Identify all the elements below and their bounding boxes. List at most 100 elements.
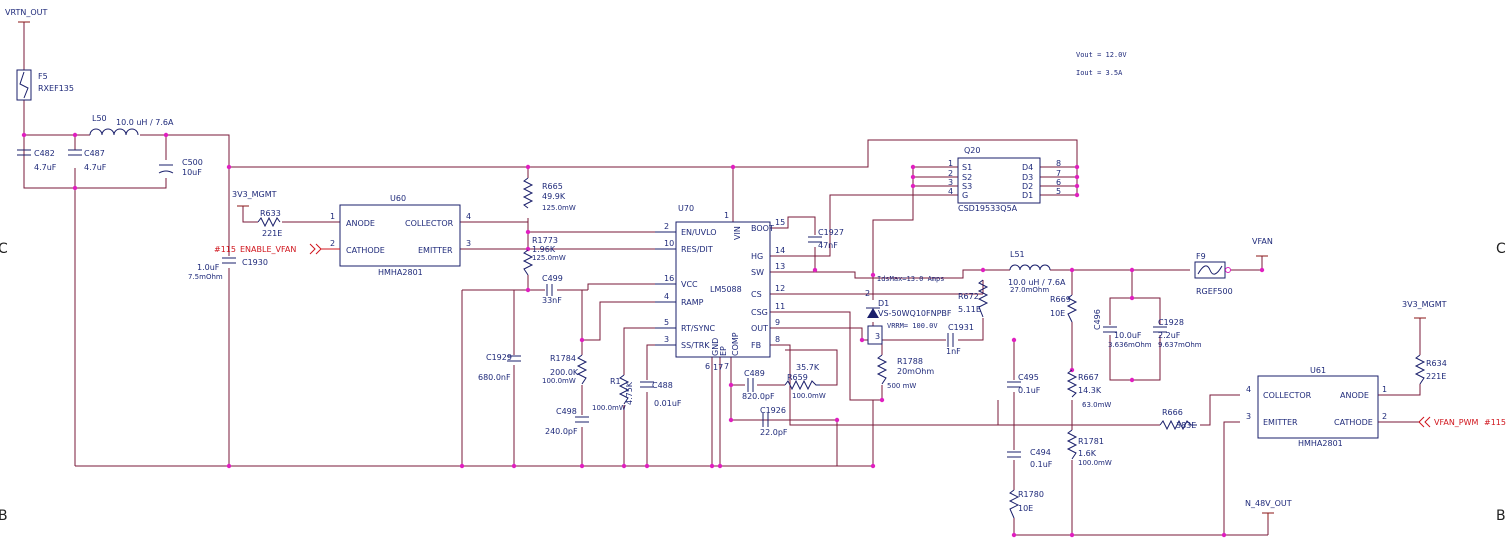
c1929-ref: C1929 xyxy=(486,353,512,362)
c494-value: 0.1uF xyxy=(1030,460,1053,469)
note-iout: Iout = 3.5A xyxy=(1076,69,1123,77)
c488-value: 0.01uF xyxy=(654,399,682,408)
r1788-value: 20mOhm xyxy=(897,367,934,376)
r1788-power: 500 mW xyxy=(887,382,916,390)
r1773-ref: R1773 xyxy=(532,236,558,245)
r1781-power: 100.0mW xyxy=(1078,459,1112,467)
q20-pin-label: S1 xyxy=(962,163,972,172)
c487-value: 4.7uF xyxy=(84,163,107,172)
c1926-ref: C1926 xyxy=(760,406,786,415)
r669-value: 10E xyxy=(1050,309,1065,318)
u70-pin-number: 5 xyxy=(664,318,669,327)
r665-ref: R665 xyxy=(542,182,563,191)
f9-ref: F9 xyxy=(1196,252,1206,261)
u61-pin2: 2 xyxy=(1382,412,1387,421)
u60-pin4: 4 xyxy=(466,212,471,221)
u70-pin-label: EN/UVLO xyxy=(681,228,717,237)
u70-comp: COMP xyxy=(731,332,740,356)
c1927-ref: C1927 xyxy=(818,228,844,237)
u60-pin2: 2 xyxy=(330,239,335,248)
c488-ref: C488 xyxy=(652,381,673,390)
u61-cathode: CATHODE xyxy=(1334,418,1373,427)
q20-pin-number: 6 xyxy=(1056,178,1061,187)
r667-power: 63.0mW xyxy=(1082,401,1111,409)
u70-pin-number: 13 xyxy=(775,262,785,271)
q20-ref: Q20 xyxy=(964,146,980,155)
q20-pin-number: 4 xyxy=(948,187,953,196)
r1784-ref: R1784 xyxy=(550,354,576,363)
q20-pin-number: 1 xyxy=(948,159,953,168)
q20-part: CSD19533Q5A xyxy=(958,204,1018,213)
u61-pin3: 3 xyxy=(1246,412,1251,421)
c494-ref: C494 xyxy=(1030,448,1051,457)
q20-pin-number: 2 xyxy=(948,169,953,178)
c1928-value: 2.2uF xyxy=(1158,331,1181,340)
r672-ref: R672 xyxy=(958,292,979,301)
q20-pin-number: 8 xyxy=(1056,159,1061,168)
border-row-b-right: B xyxy=(1496,508,1506,524)
u70-pin-number: 11 xyxy=(775,302,785,311)
r1788-ref: R1788 xyxy=(897,357,923,366)
l51-value: 10.0 uH / 7.6A xyxy=(1008,278,1066,287)
u70-pin-number: 16 xyxy=(664,274,674,283)
u70-pin-number: 12 xyxy=(775,284,785,293)
u60-cathode: CATHODE xyxy=(346,246,385,255)
u61-part: HMHA2801 xyxy=(1298,439,1343,448)
c495-ref: C495 xyxy=(1018,373,1039,382)
u70-pin-label: OUT xyxy=(751,324,768,333)
c482-value: 4.7uF xyxy=(34,163,57,172)
optocoupler-u61 xyxy=(1257,375,1379,439)
net-vrtn-out: VRTN_OUT xyxy=(5,8,47,17)
l50-value: 10.0 uH / 7.6A xyxy=(116,118,174,127)
u70-pin-number: 14 xyxy=(775,246,785,255)
r669-ref: R669 xyxy=(1050,295,1071,304)
u70-pin-number: 8 xyxy=(775,335,780,344)
u70-pin-label: CSG xyxy=(751,308,768,317)
junctions xyxy=(21,132,1265,538)
q20-pin-number: 5 xyxy=(1056,187,1061,196)
r1781-ref: R1781 xyxy=(1078,437,1104,446)
f9-part: RGEF500 xyxy=(1196,287,1233,296)
u61-ref: U61 xyxy=(1310,366,1326,375)
resistors xyxy=(257,177,1426,519)
note-idsmax: IdsMax=13.0 Amps xyxy=(877,275,944,283)
u70-vin: VIN xyxy=(733,226,742,240)
border-row-c-right: C xyxy=(1496,241,1506,257)
r1-ref: R1 xyxy=(610,377,621,386)
u60-pin3: 3 xyxy=(466,239,471,248)
f5-part: RXEF135 xyxy=(38,84,74,93)
c1929-value: 680.0nF xyxy=(478,373,511,382)
net-enable-vfan: ENABLE_VFAN xyxy=(240,245,296,254)
u70-pin-label: RAMP xyxy=(681,298,704,307)
c1928-ref: C1928 xyxy=(1158,318,1184,327)
r1-value: 4.75K xyxy=(625,381,634,405)
u61-pin4: 4 xyxy=(1246,385,1251,394)
q20-pin-label: G xyxy=(962,191,968,200)
u60-pin1: 1 xyxy=(330,212,335,221)
c495-value: 0.1uF xyxy=(1018,386,1041,395)
l51-ref: L51 xyxy=(1010,250,1025,259)
r1784-value: 200.0K xyxy=(550,368,579,377)
c1930-ref: C1930 xyxy=(242,258,268,267)
u61-emitter: EMITTER xyxy=(1263,418,1298,427)
u60-collector: COLLECTOR xyxy=(405,219,454,228)
d1-ref: D1 xyxy=(878,299,889,308)
u70-pin-number: 9 xyxy=(775,318,780,327)
r634-value: 221E xyxy=(1426,372,1446,381)
u70-pin-label: BOOT xyxy=(751,224,774,233)
capacitors xyxy=(17,149,1167,458)
inductor-l50 xyxy=(89,128,139,136)
fuse-f5 xyxy=(16,69,32,101)
u61-anode: ANODE xyxy=(1340,391,1369,400)
c1930-value: 1.0uF xyxy=(197,263,220,272)
q20-pin-label: D4 xyxy=(1022,163,1033,172)
r659-value: 35.7K xyxy=(796,363,820,372)
r665-value: 49.9K xyxy=(542,192,566,201)
u70-pin6: 6 xyxy=(705,362,710,371)
c496-ref: C496 xyxy=(1093,309,1102,330)
c500-ref: C500 xyxy=(182,158,203,167)
c487-ref: C487 xyxy=(84,149,105,158)
u61-pin1: 1 xyxy=(1382,385,1387,394)
